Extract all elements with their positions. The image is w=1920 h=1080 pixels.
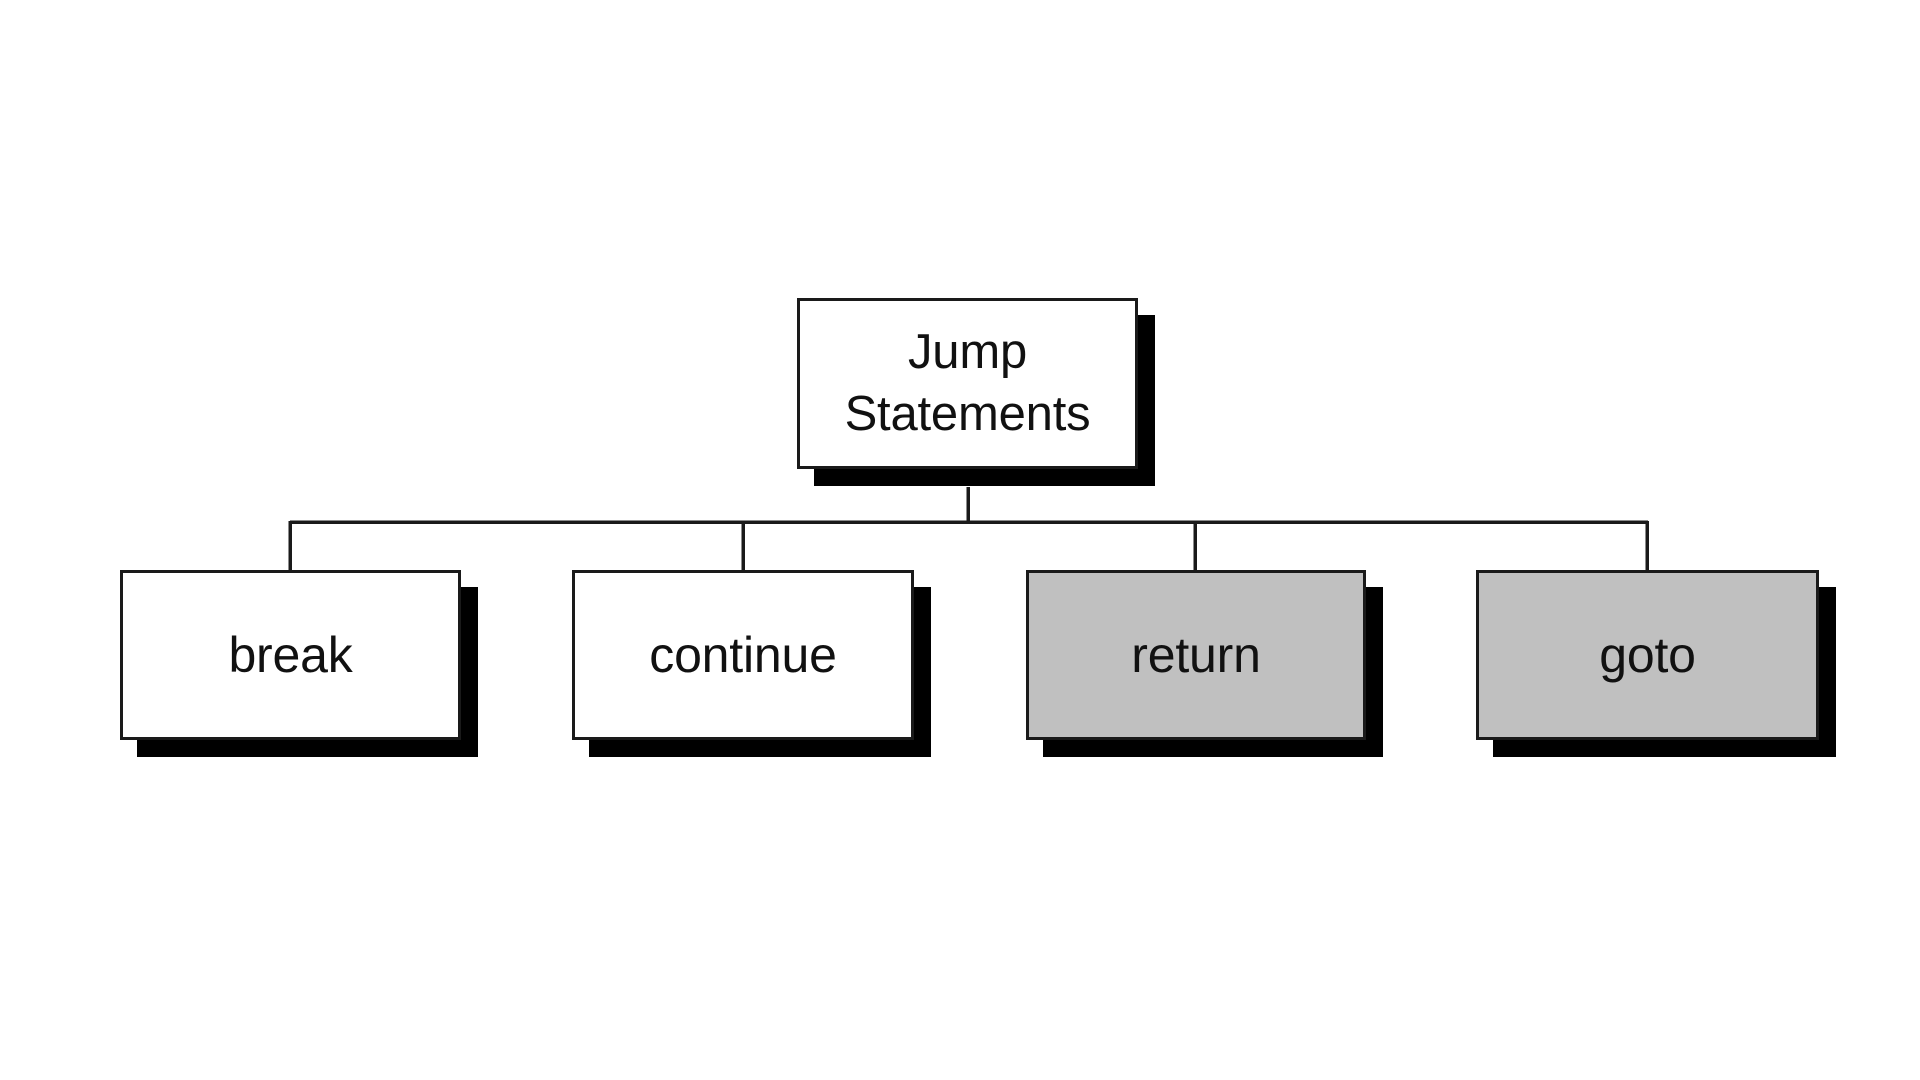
node-continue[interactable]: continue <box>572 570 914 740</box>
node-label-continue: continue <box>649 626 837 683</box>
node-goto[interactable]: goto <box>1476 570 1819 740</box>
node-label-break: break <box>228 626 353 683</box>
node-label-line-1: Jump <box>907 325 1028 380</box>
node-label-goto: goto <box>1599 626 1696 683</box>
node-label-line-2: Statements <box>844 386 1091 441</box>
node-return[interactable]: return <box>1026 570 1366 740</box>
node-break[interactable]: break <box>120 570 461 740</box>
node-label-return: return <box>1131 626 1261 683</box>
